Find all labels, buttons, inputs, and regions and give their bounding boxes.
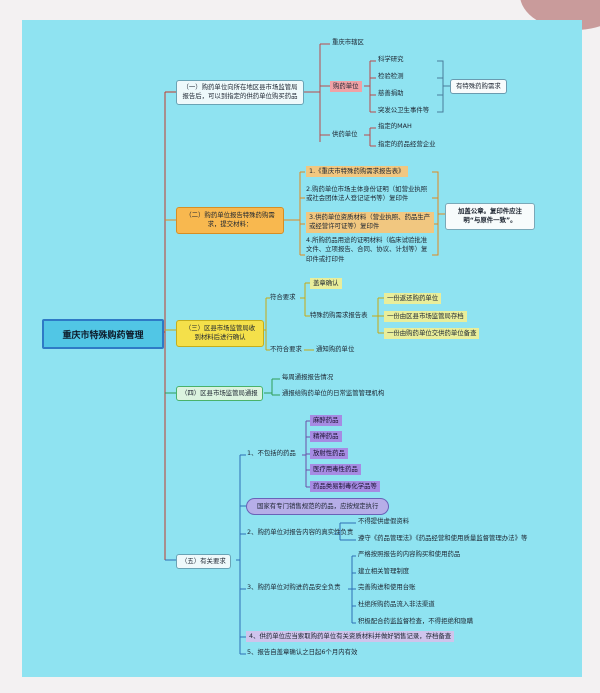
- safety-node: 3、购药单位对购进药品安全负责: [247, 583, 341, 591]
- stamp-confirm-node: 盖章确认: [310, 278, 342, 290]
- supplier-node: 供药单位: [332, 130, 358, 138]
- buyer-node: 购药单位: [330, 81, 362, 93]
- report-item: 通报给购药单位的日常监管管理机构: [282, 389, 385, 397]
- section-1-node: （一）购药单位向所在地区县市场监管局报告后，可以到指定的供药单位购买药品: [176, 80, 304, 105]
- copy-item: 一份由区县市场监管局存档: [384, 311, 467, 323]
- buyer-purpose-item: 慈善捐助: [378, 89, 404, 97]
- excluded-drug-item: 麻醉药品: [310, 415, 342, 427]
- buyer-purpose-item: 科学研究: [378, 55, 404, 63]
- special-rule-node: 国家有专门销售规范的药品，应按规定执行: [246, 498, 390, 516]
- supplier-record-node: 4、供药单位应当索取购药单位有关资质材料并做好销售记录，存档备查: [246, 631, 455, 643]
- safety-item: 完善购进和使用台账: [358, 583, 416, 591]
- section-2-node: （二）购药单位报告特殊药购需求，提交材料：: [176, 207, 284, 234]
- need-node: 有特殊药购需求: [450, 79, 507, 95]
- material-item-3: 3.供药单位资质材料（营业执照、药品生产或经营许可证等）复印件: [306, 212, 434, 233]
- copy-item: 一份返还购药单位: [384, 293, 442, 305]
- excluded-drugs-node: 1、不包括的药品: [247, 449, 296, 457]
- region-label: 重庆市辖区: [332, 38, 364, 46]
- copy-item: 一份由购药单位交供药单位备查: [384, 328, 480, 340]
- buyer-purpose-item: 检验检测: [378, 72, 404, 80]
- excluded-drug-item: 医疗用毒性药品: [310, 464, 361, 476]
- safety-item: 建立相关管理制度: [358, 567, 410, 575]
- meets-requirement-node: 符合要求: [270, 293, 296, 301]
- root-node: 重庆市特殊购药管理: [42, 319, 164, 349]
- truthfulness-node: 2、购药单位对报告内容的真实性负责: [247, 528, 354, 536]
- truthfulness-item: 遵守《药品管理法》《药品经营和使用质量监督管理办法》等: [358, 534, 528, 542]
- supplier-item: 指定的MAH: [378, 122, 412, 130]
- report-item: 每周通报报告情况: [282, 373, 334, 381]
- material-item-1: 1.《重庆市特殊药购需求报告表》: [306, 166, 408, 178]
- section-3-node: （三）区县市场监管局收到材料后进行确认: [176, 320, 264, 347]
- truthfulness-item: 不得提供虚假资料: [358, 517, 410, 525]
- stamp-note: 加盖公章。复印件应注明“与原件一致”。: [445, 203, 535, 230]
- safety-item: 积极配合药监监督检查，不得拒绝和隐瞒: [358, 617, 474, 625]
- safety-item: 严格按照报告的内容购买和使用药品: [358, 550, 461, 558]
- safety-item: 杜绝所购药品流入非法渠道: [358, 600, 435, 608]
- notify-buyer-node: 通知购药单位: [316, 345, 355, 353]
- supplier-item: 指定的药品经营企业: [378, 140, 436, 148]
- material-item-2: 2.购药单位市场主体身份证明（如营业执照或社会团体法人登记证书等）复印件: [306, 185, 428, 203]
- excluded-drug-item: 放射性药品: [310, 448, 348, 460]
- section-4-node: （四）区县市场监管局通报: [176, 386, 263, 402]
- not-meets-node: 不符合要求: [270, 345, 302, 353]
- excluded-drug-item: 药品类易制毒化学品等: [310, 481, 380, 493]
- material-item-4: 4.所购药品用途的证明材料（临床试验批准文件、立项报告、合同、协议、计划等）复印…: [306, 236, 428, 263]
- section-5-node: （五）有关要求: [176, 554, 231, 570]
- report-form-node: 特殊药购需求报告表: [310, 311, 368, 319]
- excluded-drug-item: 精神药品: [310, 431, 342, 443]
- buyer-purpose-item: 突发公卫生事件等: [378, 106, 430, 114]
- validity-node: 5、报告自盖章确认之日起6个月内有效: [247, 648, 358, 656]
